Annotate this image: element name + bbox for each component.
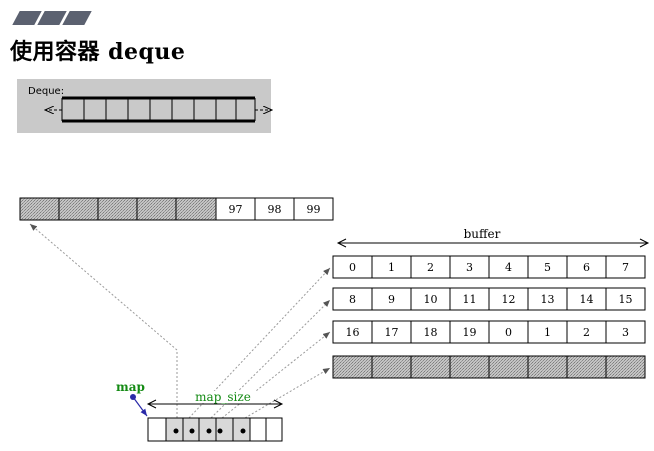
buffer-cell: 10 — [424, 293, 438, 306]
deque-illustration-panel — [17, 79, 271, 133]
node-pointers — [29, 223, 331, 419]
buffer-cell: 16 — [346, 326, 360, 339]
buffer-label: buffer — [464, 227, 501, 241]
buffer-row: 16 17 18 19 0 1 2 3 — [332, 320, 646, 344]
buffer-cell: 15 — [619, 293, 633, 306]
buffer-cell: 0 — [349, 261, 356, 274]
map-node-dot — [189, 428, 195, 434]
buffer-cell: 14 — [580, 293, 594, 306]
buffer-cell: 4 — [505, 261, 512, 274]
top-buffer-cell: 97 — [229, 203, 243, 216]
map-pointer-arrow — [132, 396, 148, 417]
buffer-cell: 19 — [463, 326, 477, 339]
map-node-dot — [206, 428, 212, 434]
buffer-cell: 11 — [463, 293, 477, 306]
buffer-cell: 5 — [544, 261, 551, 274]
deque-illustration — [45, 96, 272, 123]
map-structure: map map_size — [116, 380, 284, 442]
buffer-cell: 6 — [583, 261, 590, 274]
map-label: map — [116, 380, 145, 394]
map-node-dot — [240, 428, 246, 434]
buffer-cell: 17 — [385, 326, 399, 339]
map-node-dot — [173, 428, 179, 434]
buffer-cell: 2 — [583, 326, 590, 339]
buffer-cell: 7 — [622, 261, 629, 274]
buffer-row: 0 1 2 3 4 5 6 7 — [332, 255, 646, 279]
map-size-label: map_size — [195, 390, 251, 404]
pointer-to-top-buffer — [29, 223, 178, 418]
buffer-cell: 8 — [349, 293, 356, 306]
buffer-cell: 18 — [424, 326, 438, 339]
pointer-to-empty-buffer — [244, 367, 331, 419]
deque-label: Deque: — [28, 86, 65, 97]
buffer-cell: 3 — [622, 326, 629, 339]
buffer-row: 8 9 10 11 12 13 14 15 — [332, 287, 646, 311]
top-buffer: 97 98 99 — [19, 197, 334, 221]
buffer-cell: 1 — [388, 261, 395, 274]
map-node-dot — [217, 428, 223, 434]
top-buffer-cell: 99 — [307, 203, 321, 216]
buffer-cell: 2 — [427, 261, 434, 274]
empty-buffer — [332, 355, 646, 379]
buffer-cell: 9 — [388, 293, 395, 306]
buffer-cell: 1 — [544, 326, 551, 339]
page-title: 使用容器 deque — [10, 39, 186, 65]
buffer-cell: 0 — [505, 326, 512, 339]
pointer-to-buffer-row-3 — [221, 331, 331, 419]
buffer-span: buffer — [336, 227, 650, 248]
buffer-cell: 3 — [466, 261, 473, 274]
buffer-cell: 12 — [502, 293, 516, 306]
buffer-cell: 13 — [541, 293, 555, 306]
top-buffer-cell: 98 — [268, 203, 282, 216]
